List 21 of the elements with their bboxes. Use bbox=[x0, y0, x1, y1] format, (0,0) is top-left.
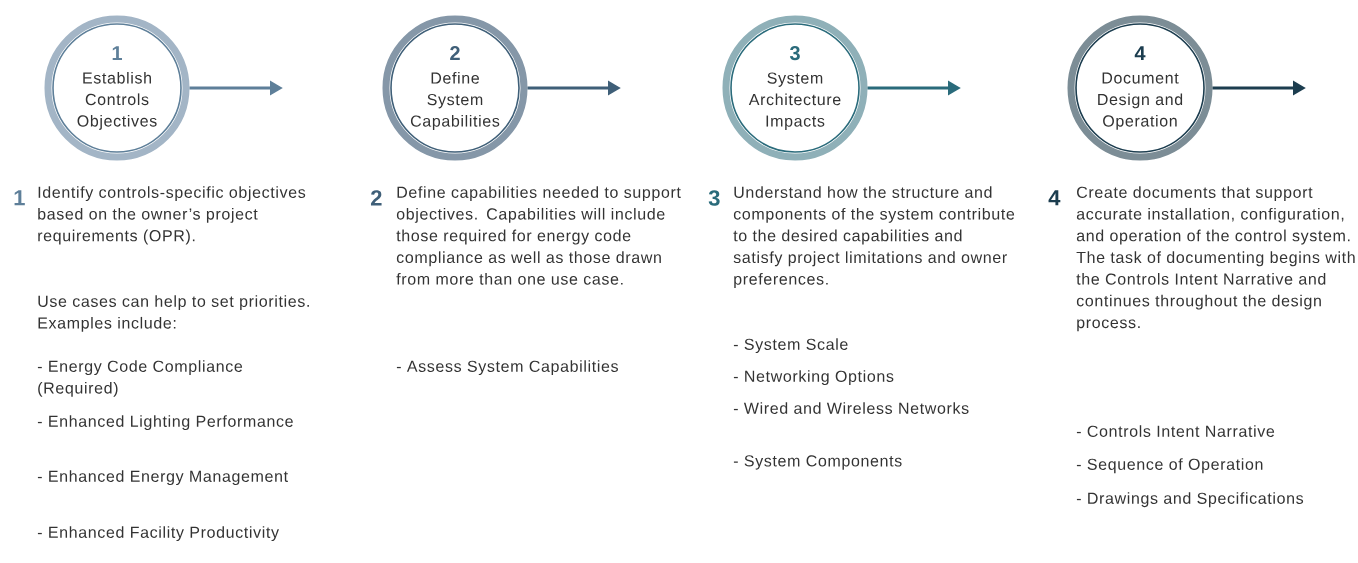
list-item: - System Scale bbox=[733, 338, 848, 354]
list-item: - Networking Options bbox=[733, 370, 894, 386]
list-item: - Controls Intent Narrative bbox=[1076, 425, 1275, 437]
step-number: 4 bbox=[1048, 190, 1061, 206]
step-number: 3 bbox=[708, 190, 720, 206]
list-item: - Enhanced Lighting Performance bbox=[37, 415, 293, 431]
step-number: 1 bbox=[14, 190, 25, 206]
description-text: Create documents that support accurate installation, configuration, and operation of the control system. The task of documenting begins with the Controls Intent Narrative and continues throughout the design process. bbox=[1076, 186, 1355, 332]
step-number: 2 bbox=[370, 190, 382, 206]
list-item: - Wired and Wireless Networks bbox=[733, 402, 969, 414]
list-item: - Drawings and Specifications bbox=[1076, 492, 1304, 508]
description-text: Use cases can help to set priorities. Examples include: bbox=[38, 295, 309, 332]
list-item: - Energy Code Compliance (Required) bbox=[37, 360, 243, 397]
description-text: Identify controls-specific objectives based on the owner’s project requirements (OPR). bbox=[38, 186, 306, 245]
list-item: - System Components bbox=[733, 455, 902, 470]
list-item: - Enhanced Facility Productivity bbox=[37, 526, 279, 542]
description-text: Define capabilities needed to support objectives. Capabilities will include those required for energy code compliance as well as those drawn from more than one use case. bbox=[396, 186, 681, 285]
list-item: - Sequence of Operation bbox=[1076, 458, 1263, 474]
description-text: Understand how the structure and components of the system contribute to the desired capabilities and satisfy project limitations and owner preferences. bbox=[733, 186, 1015, 288]
list-item: - Assess System Capabilities bbox=[396, 360, 618, 376]
list-item: - Enhanced Energy Management bbox=[37, 470, 288, 486]
